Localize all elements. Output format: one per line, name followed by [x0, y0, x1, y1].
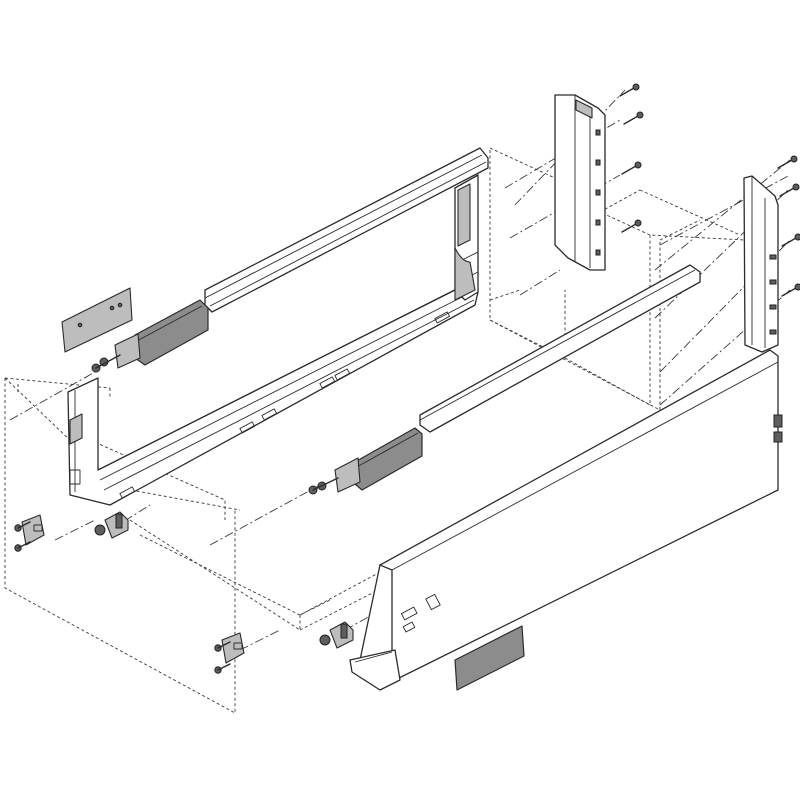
right-runner-rail: [354, 427, 423, 491]
screw: [621, 161, 642, 175]
screw: [781, 283, 800, 297]
right-drawer-side-profile: [349, 264, 783, 691]
screw: [621, 219, 642, 233]
left-runner-coupling: [91, 333, 141, 373]
locking-device-right: [319, 621, 354, 649]
right-rear-bracket: [743, 175, 779, 353]
right-runner-coupling: [308, 457, 361, 495]
mounting-screws: [619, 83, 800, 297]
locking-device-left: [94, 511, 129, 539]
front-fixing-brackets: [14, 514, 245, 674]
left-drawer-side-profile: [67, 147, 489, 506]
screw: [623, 111, 644, 125]
locking-devices: [94, 511, 354, 649]
right-cover-plate: [454, 625, 525, 691]
screw: [781, 233, 800, 247]
screw: [619, 83, 640, 97]
front-fixing-bracket-upper: [14, 514, 45, 552]
left-rear-bracket: [554, 94, 606, 271]
screw: [779, 183, 800, 197]
front-fixing-bracket-lower: [214, 632, 245, 674]
left-runner-rail: [134, 299, 209, 366]
screw: [777, 155, 798, 169]
left-cover-plate: [61, 287, 133, 353]
